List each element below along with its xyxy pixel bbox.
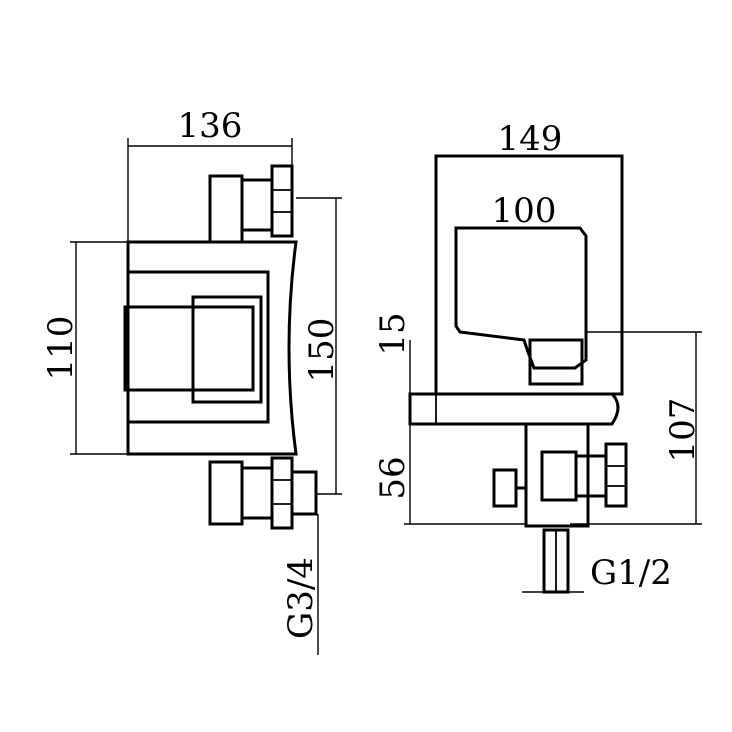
right-handle [454,226,588,370]
dim-56-label: 56 [373,456,413,499]
dim-107-label: 107 [663,398,703,463]
dim-149-label: 149 [498,119,563,159]
left-bottom-nut [240,466,274,520]
left-inner-frame [126,270,270,424]
left-handle-inner [191,295,263,404]
left-body-outline [126,240,298,456]
dim-100-label: 100 [492,191,557,231]
right-valve-body [524,422,590,528]
right-handle-neck [528,338,584,386]
dim-110-label: 110 [41,316,81,381]
thread-g12-label: G1/2 [590,553,672,593]
dim-15-label: 15 [373,312,413,355]
thread-g34-label: G3/4 [281,557,321,639]
left-top-nut-hex [270,164,294,238]
left-top-pipe [208,174,244,244]
dim-150-label: 150 [302,318,342,383]
left-handle-outer [123,305,255,392]
right-outlet-nut [540,450,578,502]
right-outlet-hex [574,454,608,498]
left-bottom-thread-stub [290,470,318,516]
left-bottom-nut-hex [270,456,294,530]
right-outlet-cap [604,442,628,508]
right-view: 149 100 107 15 56 G1/2 [373,119,703,594]
left-bottom-pipe [208,460,244,526]
dim-136-label: 136 [178,106,243,146]
right-spout [408,392,620,426]
left-view: 136 110 150 G3/4 [41,106,342,655]
right-knob [492,468,518,508]
left-top-nut [240,178,274,232]
